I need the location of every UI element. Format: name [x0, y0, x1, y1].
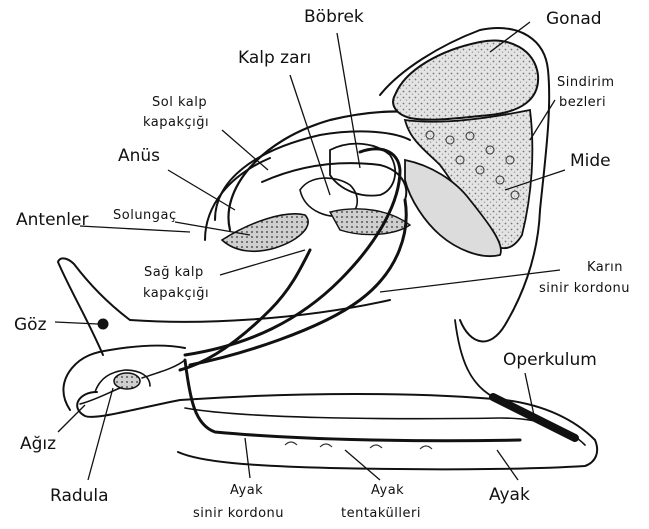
label-antenler: Antenler [16, 210, 88, 230]
label-solungac: Solungaç [113, 208, 177, 223]
gill-2 [330, 209, 410, 235]
label-mide: Mide [570, 151, 611, 171]
label-kalp-zari: Kalp zarı [238, 48, 311, 68]
visceral-outer [455, 320, 495, 398]
radula-organ [114, 373, 140, 389]
label-karin-line1: Karın [587, 260, 623, 275]
label-bobrek: Böbrek [304, 7, 364, 27]
label-sindirim-line2: bezleri [559, 95, 606, 110]
label-agiz: Ağız [20, 434, 56, 454]
gonad-organ [393, 41, 538, 120]
label-anus: Anüs [118, 146, 160, 166]
label-ayak: Ayak [489, 485, 530, 505]
antenna [58, 258, 130, 355]
label-ayak-sinir-line2: sinir kordonu [193, 506, 284, 521]
label-sag-kalp-line1: Sağ kalp [144, 265, 204, 280]
eye-dot [98, 319, 109, 330]
label-operkulum: Operkulum [503, 350, 597, 370]
label-gonad: Gonad [546, 9, 602, 29]
label-sol-kalp-line1: Sol kalp [152, 95, 207, 110]
label-ayak-tent-line2: tentakülleri [341, 506, 421, 521]
label-ayak-sinir-line1: Ayak [230, 483, 263, 498]
label-radula: Radula [50, 486, 109, 506]
label-sag-kalp-line2: kapakçığı [143, 286, 209, 301]
foot-tentacles [285, 442, 432, 449]
label-ayak-tent-line1: Ayak [371, 483, 404, 498]
body-outline [77, 392, 597, 469]
label-karin-line2: sinir kordonu [539, 281, 630, 296]
label-sol-kalp-line2: kapakçığı [143, 115, 209, 130]
label-goz: Göz [14, 315, 47, 335]
label-sindirim-line1: Sindirim [557, 75, 615, 90]
